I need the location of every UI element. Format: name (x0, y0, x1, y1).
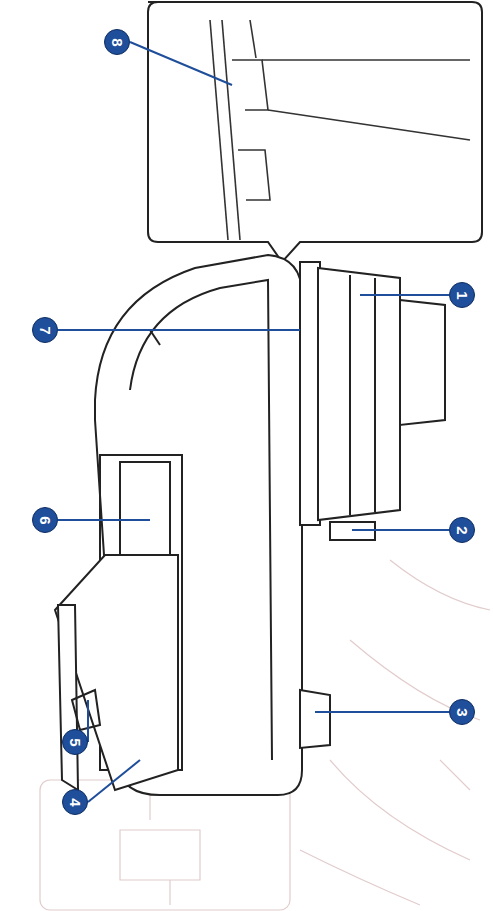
callout-marker: 7 (32, 317, 58, 343)
output-tray (55, 455, 182, 790)
callout-marker: 2 (449, 517, 475, 543)
callout-marker: 3 (449, 699, 475, 725)
detail-inset (148, 2, 482, 262)
callout-marker: 1 (449, 282, 475, 308)
callout-marker: 6 (32, 507, 58, 533)
callout-number: 6 (38, 516, 53, 524)
callout-marker: 5 (62, 729, 88, 755)
leader-lines (58, 42, 449, 802)
callout-marker: 8 (104, 29, 130, 55)
paper-support (300, 262, 445, 540)
callout-number: 8 (110, 38, 125, 46)
callout-number: 4 (68, 798, 83, 806)
callout-number: 5 (68, 738, 83, 746)
callout-number: 7 (38, 326, 53, 334)
callout-marker: 4 (62, 789, 88, 815)
side-part (300, 690, 330, 748)
callout-number: 2 (455, 526, 470, 534)
callout-number: 1 (455, 291, 470, 299)
callout-number: 3 (455, 708, 470, 716)
detail-lines (210, 20, 470, 240)
